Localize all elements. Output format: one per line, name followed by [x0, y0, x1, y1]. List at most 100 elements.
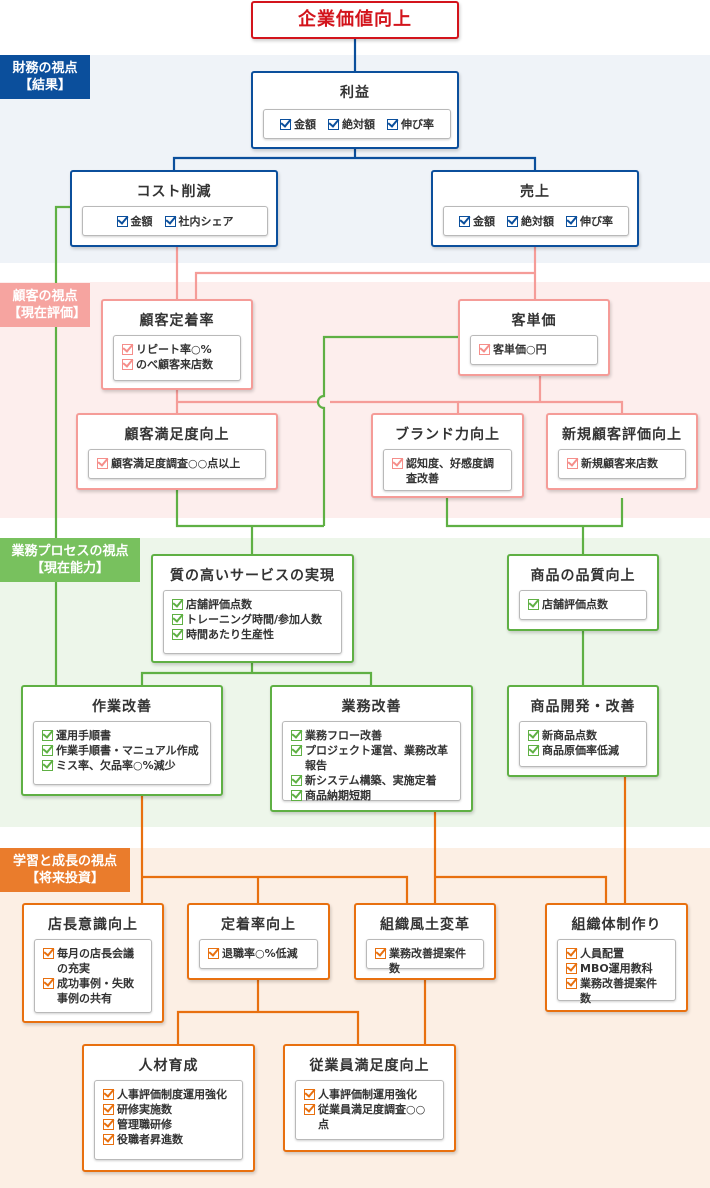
- kpi-checklist: 業務フロー改善プロジェクト運営、業務改革報告新システム構築、実施定着商品納期短期: [282, 721, 461, 803]
- kpi-item: 店舗評価点数: [528, 597, 638, 612]
- learning-perspective-label: 学習と成長の視点 【将来投資】: [0, 848, 130, 892]
- kpi-text: 金額: [294, 117, 316, 131]
- kpi-item: 新システム構築、実施定着: [291, 773, 452, 788]
- node-rieki: 利益金額絶対額伸び率: [251, 71, 459, 149]
- perspective-name: 財務の視点: [12, 61, 78, 76]
- kpi-item: 時間あたり生産性: [172, 627, 333, 642]
- connector-gyoumu-learning: [433, 812, 608, 903]
- kpi-item: 金額: [280, 117, 316, 132]
- node-title: 新規顧客評価向上: [562, 427, 682, 443]
- kpi-text: 伸び率: [401, 117, 434, 131]
- kpi-checklist: 金額絶対額伸び率: [443, 206, 629, 236]
- kpi-item: 人員配置: [566, 946, 667, 961]
- checkbox-checked-icon: [172, 614, 183, 625]
- kpi-item: 退職率○%低減: [208, 946, 309, 961]
- kpi-text: ミス率、欠品率○%減少: [56, 759, 176, 772]
- checkbox-checked-icon: [566, 978, 577, 989]
- financial-perspective-label: 財務の視点 【結果】: [0, 55, 90, 99]
- node-title: 組織風土変革: [380, 917, 470, 933]
- node-title: 従業員満足度向上: [309, 1058, 430, 1074]
- node-title: 作業改善: [92, 699, 152, 715]
- kpi-item: 研修実施数: [103, 1102, 234, 1117]
- kpi-text: 絶対額: [521, 214, 554, 228]
- checkbox-checked-icon: [97, 458, 108, 469]
- kpi-item: 商品納期短期: [291, 788, 452, 803]
- checkbox-checked-icon: [291, 745, 302, 756]
- checkbox-checked-icon: [172, 629, 183, 640]
- kpi-text: プロジェクト運営、業務改革報告: [305, 744, 448, 772]
- checkbox-checked-icon: [304, 1104, 315, 1115]
- perspective-sub: 【現在能力】: [30, 561, 109, 576]
- kpi-text: 作業手順書・マニュアル作成: [56, 744, 199, 757]
- node-hinshitsu: 商品の品質向上店舗評価点数: [507, 554, 659, 631]
- kpi-checklist: 店舗評価点数トレーニング時間/参加人数時間あたり生産性: [163, 590, 342, 654]
- kpi-text: 管理職研修: [117, 1118, 172, 1131]
- perspective-name: 顧客の視点: [12, 289, 78, 304]
- node-title: 店長意識向上: [48, 917, 138, 933]
- kpi-item: 認知度、好感度調査改善: [392, 456, 503, 486]
- kpi-item: MBO運用教科: [566, 961, 667, 976]
- checkbox-checked-icon: [507, 215, 518, 227]
- connector-tanka-children: [458, 376, 624, 413]
- perspective-name: 業務プロセスの視点: [11, 544, 129, 559]
- node-gyoumu: 業務改善業務フロー改善プロジェクト運営、業務改革報告新システム構築、実施定着商品…: [270, 685, 473, 812]
- kpi-text: 運用手順書: [56, 729, 111, 742]
- kpi-item: 作業手順書・マニュアル作成: [42, 743, 202, 758]
- kpi-text: 毎月の店長会議の充実: [57, 947, 134, 975]
- checkbox-checked-icon: [42, 760, 53, 771]
- kpi-text: 店舗評価点数: [186, 598, 252, 611]
- kpi-text: 時間あたり生産性: [186, 628, 274, 641]
- kpi-item: 商品原価率低減: [528, 743, 638, 758]
- customer-perspective-label: 顧客の視点 【現在評価】: [0, 283, 90, 327]
- node-tanka: 客単価客単価○円: [458, 299, 610, 376]
- connector-sagyou-learning: [140, 796, 409, 903]
- kpi-item: 社内シェア: [164, 214, 234, 229]
- checkbox-checked-icon: [528, 730, 539, 741]
- kpi-text: 人事評価制運用強化: [318, 1088, 417, 1101]
- checkbox-checked-icon: [291, 790, 302, 801]
- node-title: 質の高いサービスの実現: [170, 568, 335, 584]
- node-title: 客単価: [511, 313, 557, 329]
- kpi-item: 金額: [459, 214, 495, 229]
- kpi-checklist: 毎月の店長会議の充実成功事例・失敗事例の共有: [34, 939, 152, 1013]
- process-perspective-label: 業務プロセスの視点 【現在能力】: [0, 538, 140, 582]
- kpi-checklist: 人事評価制運用強化従業員満足度調査○○点: [295, 1080, 444, 1140]
- kpi-text: 業務フロー改善: [305, 729, 382, 742]
- kpi-item: 人事評価制度運用強化: [103, 1087, 234, 1102]
- kpi-checklist: 顧客満足度調査○○点以上: [88, 449, 266, 479]
- node-title: ブランド力向上: [395, 427, 500, 443]
- kpi-item: 新商品点数: [528, 728, 638, 743]
- kpi-item: 毎月の店長会議の充実: [43, 946, 143, 976]
- kpi-item: トレーニング時間/参加人数: [172, 612, 333, 627]
- kpi-item: 従業員満足度調査○○点: [304, 1102, 435, 1132]
- checkbox-checked-icon: [566, 948, 577, 959]
- node-manzoku: 顧客満足度向上顧客満足度調査○○点以上: [76, 413, 278, 490]
- kpi-item: 絶対額: [507, 214, 554, 229]
- kpi-checklist: 人事評価制度運用強化研修実施数管理職研修役職者昇進数: [94, 1080, 243, 1160]
- connector-cost-sagyou: [54, 205, 70, 685]
- kpi-text: 商品納期短期: [305, 789, 371, 802]
- kpi-item: 伸び率: [387, 117, 434, 132]
- kpi-text: のべ顧客来店数: [136, 358, 213, 371]
- kpi-text: 客単価○円: [493, 343, 547, 356]
- node-brand: ブランド力向上認知度、好感度調査改善: [371, 413, 524, 498]
- kpi-text: 新商品点数: [542, 729, 597, 742]
- kpi-item: 運用手順書: [42, 728, 202, 743]
- checkbox-checked-icon: [392, 458, 403, 469]
- checkbox-checked-icon: [103, 1104, 114, 1115]
- kpi-item: 新規顧客来店数: [567, 456, 677, 471]
- connector-customer-hinshitsu: [445, 498, 624, 554]
- kpi-item: 管理職研修: [103, 1117, 234, 1132]
- kpi-checklist: 金額絶対額伸び率: [263, 109, 451, 139]
- kpi-checklist: 運用手順書作業手順書・マニュアル作成ミス率、欠品率○%減少: [33, 721, 211, 785]
- checkbox-checked-icon: [459, 215, 470, 227]
- connector-teichakuup-children: [176, 980, 360, 1044]
- kpi-checklist: 認知度、好感度調査改善: [383, 449, 512, 491]
- node-kaihatsu: 商品開発・改善新商品点数商品原価率低減: [507, 685, 659, 777]
- checkbox-checked-icon: [387, 118, 398, 130]
- checkbox-checked-icon: [42, 730, 53, 741]
- checkbox-checked-icon: [291, 775, 302, 786]
- checkbox-checked-icon: [528, 745, 539, 756]
- connector-rieki-children: [172, 149, 537, 170]
